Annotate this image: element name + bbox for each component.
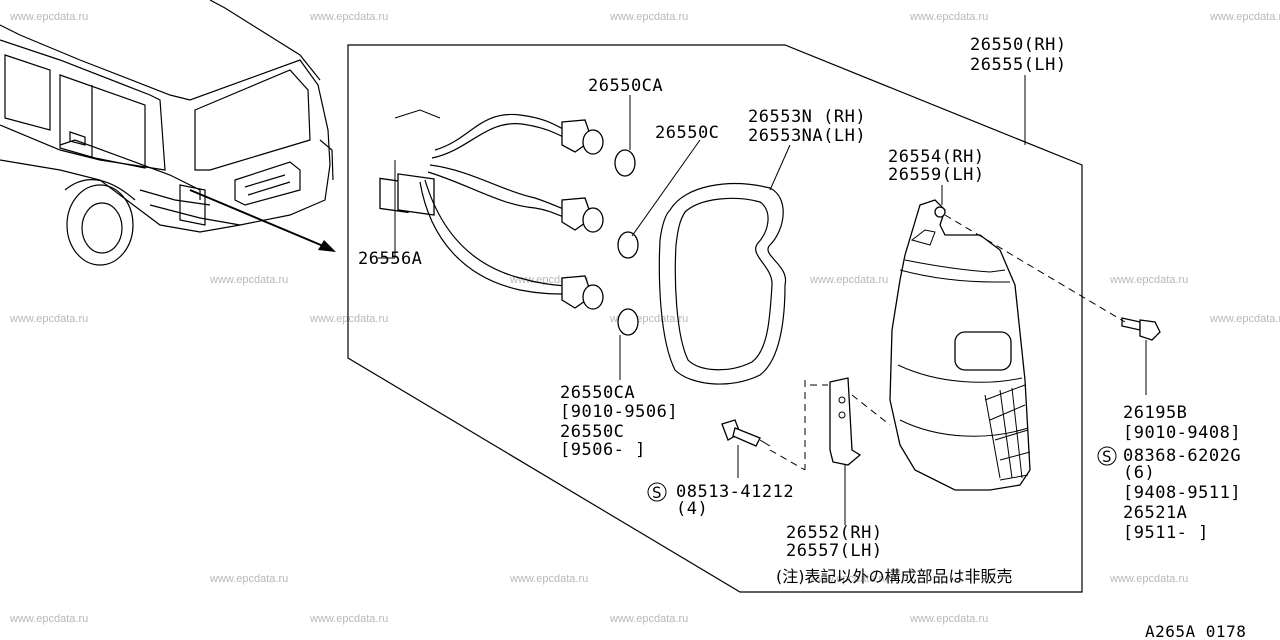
watermark: www.epcdata.ru [309,613,388,625]
watermark: www.epcdata.ru [1209,313,1280,325]
label-26550ca-top: 26550CA [588,76,663,96]
wiring-harness [379,109,639,336]
rear-combination-lamp [889,199,1031,491]
watermark: www.epcdata.ru [909,613,988,625]
label-26552: 26552(RH) [786,523,883,543]
label-08513-qty: (4) [676,499,708,519]
label-date-9511: [9511- ] [1123,523,1209,543]
label-26550c-bottom: 26550C [560,422,624,442]
diagram-frame [347,44,1083,593]
watermark: www.epcdata.ru [609,613,688,625]
watermark: www.epcdata.ru [1109,274,1188,286]
label-26556a: 26556A [358,249,422,269]
watermark: www.epcdata.ru [309,11,388,23]
watermark: www.epcdata.ru [209,274,288,286]
label-s-marker: S [1102,447,1112,466]
leader-lines [378,75,1147,525]
label-26550ca-bottom: 26550CA [560,383,635,403]
watermark: www.epcdata.ru [9,613,88,625]
watermark: www.epcdata.ru [909,11,988,23]
label-date-9506: [9506- ] [560,440,646,460]
label-date-9010-9408: [9010-9408] [1123,423,1241,443]
label-date-9408-9511: [9408-9511] [1123,483,1241,503]
label-08368-6202g: 08368-6202G [1123,446,1241,466]
screw-08513 [721,419,771,447]
label-s-marker: S [652,483,662,502]
watermark: www.epcdata.ru [609,11,688,23]
label-26557: 26557(LH) [786,541,883,561]
screw-26195b [1121,317,1161,341]
label-26550: 26550(RH) [970,35,1067,55]
label-26553n: 26553N (RH) [748,107,866,127]
label-08513-41212: 08513-41212 [676,482,794,502]
watermark: www.epcdata.ru [809,274,888,286]
lens-gasket [658,183,787,385]
watermark: www.epcdata.ru [509,573,588,585]
label-26521a: 26521A [1123,503,1187,523]
label-26559: 26559(LH) [888,165,985,185]
pointer-arrow [189,189,336,252]
note-not-sold: (注)表記以外の構成部品は非販売 [776,567,1013,586]
watermark: www.epcdata.ru [9,313,88,325]
label-26555: 26555(LH) [970,55,1067,75]
watermark: www.epcdata.ru [209,573,288,585]
watermark: www.epcdata.ru [809,573,888,585]
label-26550c-top: 26550C [655,123,719,143]
watermarks: www.epcdata.ru www.epcdata.ru www.epcdat… [9,11,1280,625]
vehicle-illustration [0,0,334,266]
watermark: www.epcdata.ru [309,313,388,325]
standard-part-marker [647,482,667,502]
label-26195b: 26195B [1123,403,1187,423]
watermark: www.epcdata.ru [1209,11,1280,23]
label-08368-qty: (6) [1123,463,1155,483]
diagram-code: A265A 0178 [1145,622,1246,640]
label-26554: 26554(RH) [888,147,985,167]
part-labels: 26550CA 26550C 26553N (RH) 26553NA(LH) 2… [358,35,1241,561]
watermark: www.epcdata.ru [1109,573,1188,585]
bracket-26552 [829,377,862,466]
watermark: www.epcdata.ru [9,11,88,23]
label-26553na: 26553NA(LH) [748,126,866,146]
standard-part-marker [1097,446,1117,466]
label-date-9010-9506: [9010-9506] [560,402,678,422]
